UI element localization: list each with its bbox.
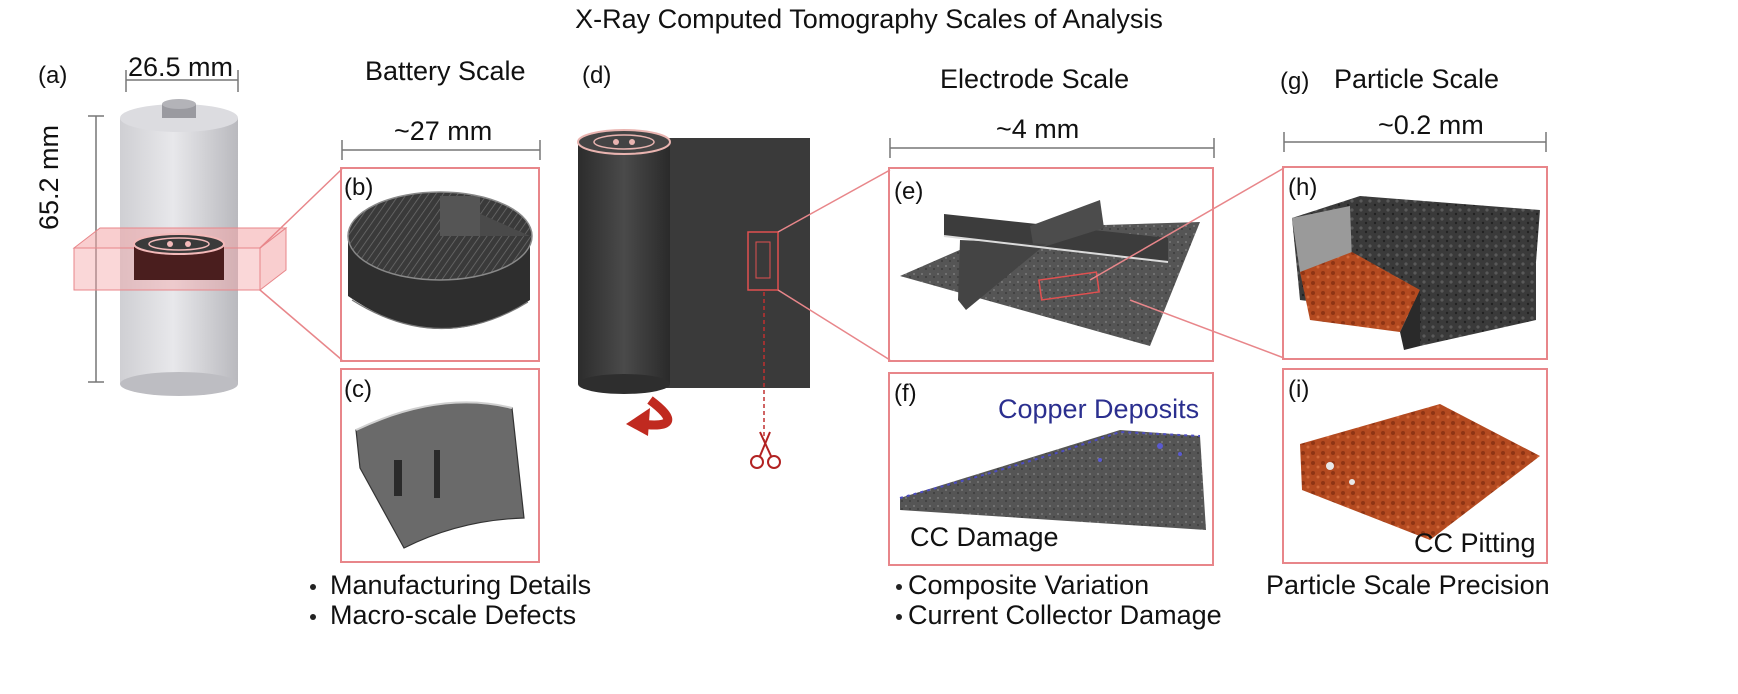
panel-label-i: (i)	[1288, 376, 1310, 403]
panel-label-d: (d)	[582, 62, 612, 89]
bullet-manufacturing-details: Manufacturing Details	[310, 570, 591, 601]
current-collector-render	[355, 401, 525, 549]
bullet-dot	[896, 583, 902, 590]
figure-title: X-Ray Computed Tomography Scales of Anal…	[575, 4, 1163, 34]
bullet-macro-scale-defects: Macro-scale Defects	[310, 600, 576, 631]
annotation-cc-damage: CC Damage	[910, 522, 1059, 552]
battery-slice-render	[347, 191, 533, 330]
bullet-composite-variation: Composite Variation	[896, 570, 1149, 601]
electrode-roll-render	[577, 129, 810, 440]
dimension-battery: ~27 mm	[394, 116, 493, 146]
scissors-icon	[750, 431, 781, 469]
particle-block-render	[1292, 196, 1540, 350]
bullet-dot	[310, 613, 316, 620]
annotation-cc-pitting: CC Pitting	[1414, 528, 1536, 558]
bullet-dot	[896, 613, 902, 620]
heading-battery-scale: Battery Scale	[365, 56, 526, 86]
particle-scale-precision: Particle Scale Precision	[1266, 570, 1550, 600]
bullet-dot	[310, 583, 316, 590]
panel-label-b: (b)	[344, 174, 374, 201]
electrode-sheet-render	[900, 200, 1200, 346]
panel-label-a: (a)	[38, 62, 68, 89]
panel-label-h: (h)	[1288, 174, 1318, 201]
panel-label-c: (c)	[344, 376, 372, 403]
dimension-particle: ~0.2 mm	[1378, 110, 1484, 140]
dimension-cell-width: 26.5 mm	[128, 52, 234, 82]
cc-pitting-render	[1300, 404, 1540, 540]
heading-particle-scale: Particle Scale	[1334, 64, 1500, 94]
panel-label-f: (f)	[894, 380, 917, 407]
panel-label-g: (g)	[1280, 68, 1310, 95]
heading-electrode-scale: Electrode Scale	[940, 64, 1130, 94]
bullet-current-collector-damage: Current Collector Damage	[896, 600, 1222, 631]
scan-slab-highlight	[72, 226, 288, 292]
cc-damage-render	[899, 430, 1206, 530]
dimension-electrode: ~4 mm	[996, 114, 1080, 144]
panel-label-e: (e)	[894, 178, 924, 205]
annotation-copper-deposits: Copper Deposits	[998, 394, 1200, 424]
